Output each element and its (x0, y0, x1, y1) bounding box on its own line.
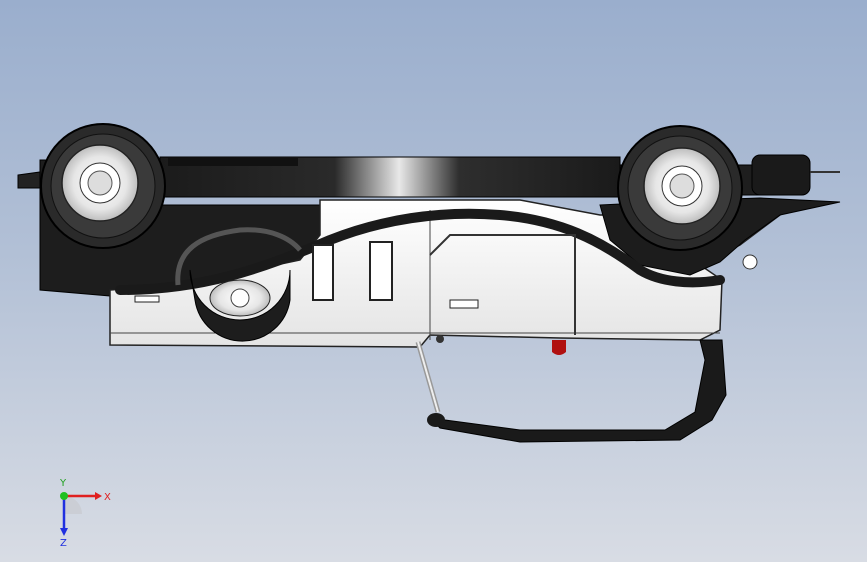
y-axis-label: Y (59, 478, 67, 489)
door-knob (436, 335, 444, 343)
rear-wheel (617, 125, 743, 251)
side-windows (134, 234, 576, 335)
spare-wheel (189, 269, 291, 342)
y-axis-dot (60, 492, 68, 500)
rear-axle-cap (742, 254, 758, 270)
stand-frame (415, 339, 727, 443)
tail-lamp (552, 340, 566, 355)
axis-triad: X Y Z (59, 478, 111, 548)
front-wheel (40, 123, 166, 249)
z-axis-label: Z (60, 538, 67, 548)
running-board (115, 208, 725, 295)
x-axis-label: X (104, 492, 111, 503)
